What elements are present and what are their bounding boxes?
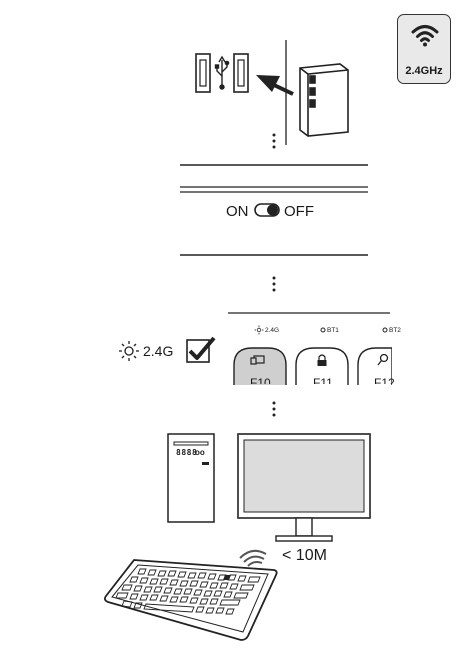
ellipsis-icon (272, 133, 276, 149)
key-f10-label: F10 (250, 376, 271, 384)
desktop-tower-icon (167, 433, 215, 523)
bt1-led-icon (320, 327, 326, 333)
key-f11 (295, 347, 349, 385)
lock-icon (317, 354, 327, 366)
wireless-2.4ghz-badge: 2.4GHz (397, 14, 451, 84)
usb-receiver-icon (299, 63, 349, 137)
monitor-icon (237, 433, 371, 542)
mode-2.4g-label: 2.4G (143, 343, 174, 359)
tower-display: 8888 (176, 448, 198, 457)
usb-port-icon (195, 53, 211, 93)
key-f11-label: F11 (313, 376, 333, 384)
sun-indicator-icon (119, 341, 139, 361)
usb-receiver-illustration (195, 40, 349, 145)
key-indicator-label: BT2 (389, 327, 401, 334)
tower-indicator: oo (195, 448, 205, 457)
wifi-icon (411, 25, 439, 47)
signal-waves-icon (239, 549, 267, 567)
power-switch-icon (254, 203, 280, 217)
device-edge-illustration (180, 164, 368, 256)
key-indicator-label: BT1 (327, 327, 339, 334)
usb-port-icon (233, 53, 249, 93)
key-f12-label: F12 (374, 376, 395, 384)
badge-label: 2.4GHz (405, 65, 443, 77)
keyboard-function-keys (228, 312, 392, 385)
bt2-led-icon (382, 327, 388, 333)
key-f12 (357, 347, 392, 385)
key-indicator-label: 2.4G (265, 327, 280, 334)
wireless-keyboard-icon (103, 559, 278, 641)
ellipsis-icon (272, 276, 276, 292)
usb-symbol-icon (214, 55, 230, 90)
device-icon (250, 355, 265, 365)
checkbox-checked-icon (186, 336, 216, 363)
key-f10 (233, 347, 287, 385)
insert-arrow-icon (256, 75, 294, 96)
switch-on-label: ON (226, 203, 249, 220)
ellipsis-icon (272, 401, 276, 417)
range-label: < 10M (282, 547, 327, 564)
switch-off-label: OFF (284, 203, 314, 220)
sun-indicator-icon (254, 325, 264, 335)
search-icon (377, 353, 389, 366)
